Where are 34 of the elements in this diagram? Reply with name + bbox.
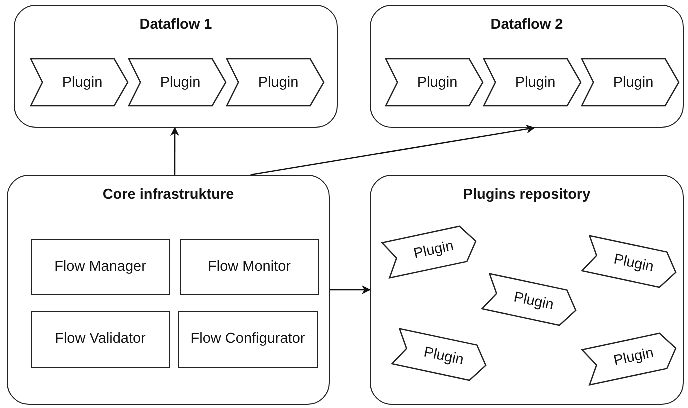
step-label: Plugin <box>612 345 656 371</box>
group-title: Core infrastrukture <box>102 187 236 203</box>
component-box: Flow Manager <box>31 239 170 295</box>
step-label: Plugin <box>61 74 103 90</box>
chevron-step <box>386 59 483 106</box>
arrow <box>170 127 180 175</box>
container-box <box>14 5 338 128</box>
chevron-step <box>582 330 680 386</box>
step-label: Plugin <box>422 344 466 369</box>
arrow <box>330 286 371 294</box>
arrow <box>250 124 536 176</box>
step-label: Plugin <box>257 74 299 90</box>
chevron-step <box>382 224 480 278</box>
step-label: Plugin <box>416 74 458 90</box>
component-box: Flow Monitor <box>180 239 319 295</box>
group-title: Dataflow 2 <box>490 17 564 33</box>
chevron-step <box>31 59 128 106</box>
container-box <box>370 5 684 128</box>
component-box: Flow Configurator <box>178 311 318 368</box>
container-box <box>7 175 330 405</box>
group-title: Plugins repository <box>462 187 592 203</box>
step-label: Plugin <box>412 238 456 264</box>
step-label: Plugin <box>159 74 201 90</box>
group-title: Dataflow 1 <box>138 17 214 33</box>
chevron-step <box>227 59 324 106</box>
step-label: Plugin <box>612 250 656 276</box>
chevron-step <box>582 59 679 106</box>
container-box <box>370 175 684 405</box>
step-label: Plugin <box>512 288 556 314</box>
step-label: Plugin <box>514 74 556 90</box>
component-box: Flow Validator <box>31 311 170 368</box>
chevron-step <box>484 59 581 106</box>
step-label: Plugin <box>612 74 654 90</box>
chevron-step <box>129 59 226 106</box>
